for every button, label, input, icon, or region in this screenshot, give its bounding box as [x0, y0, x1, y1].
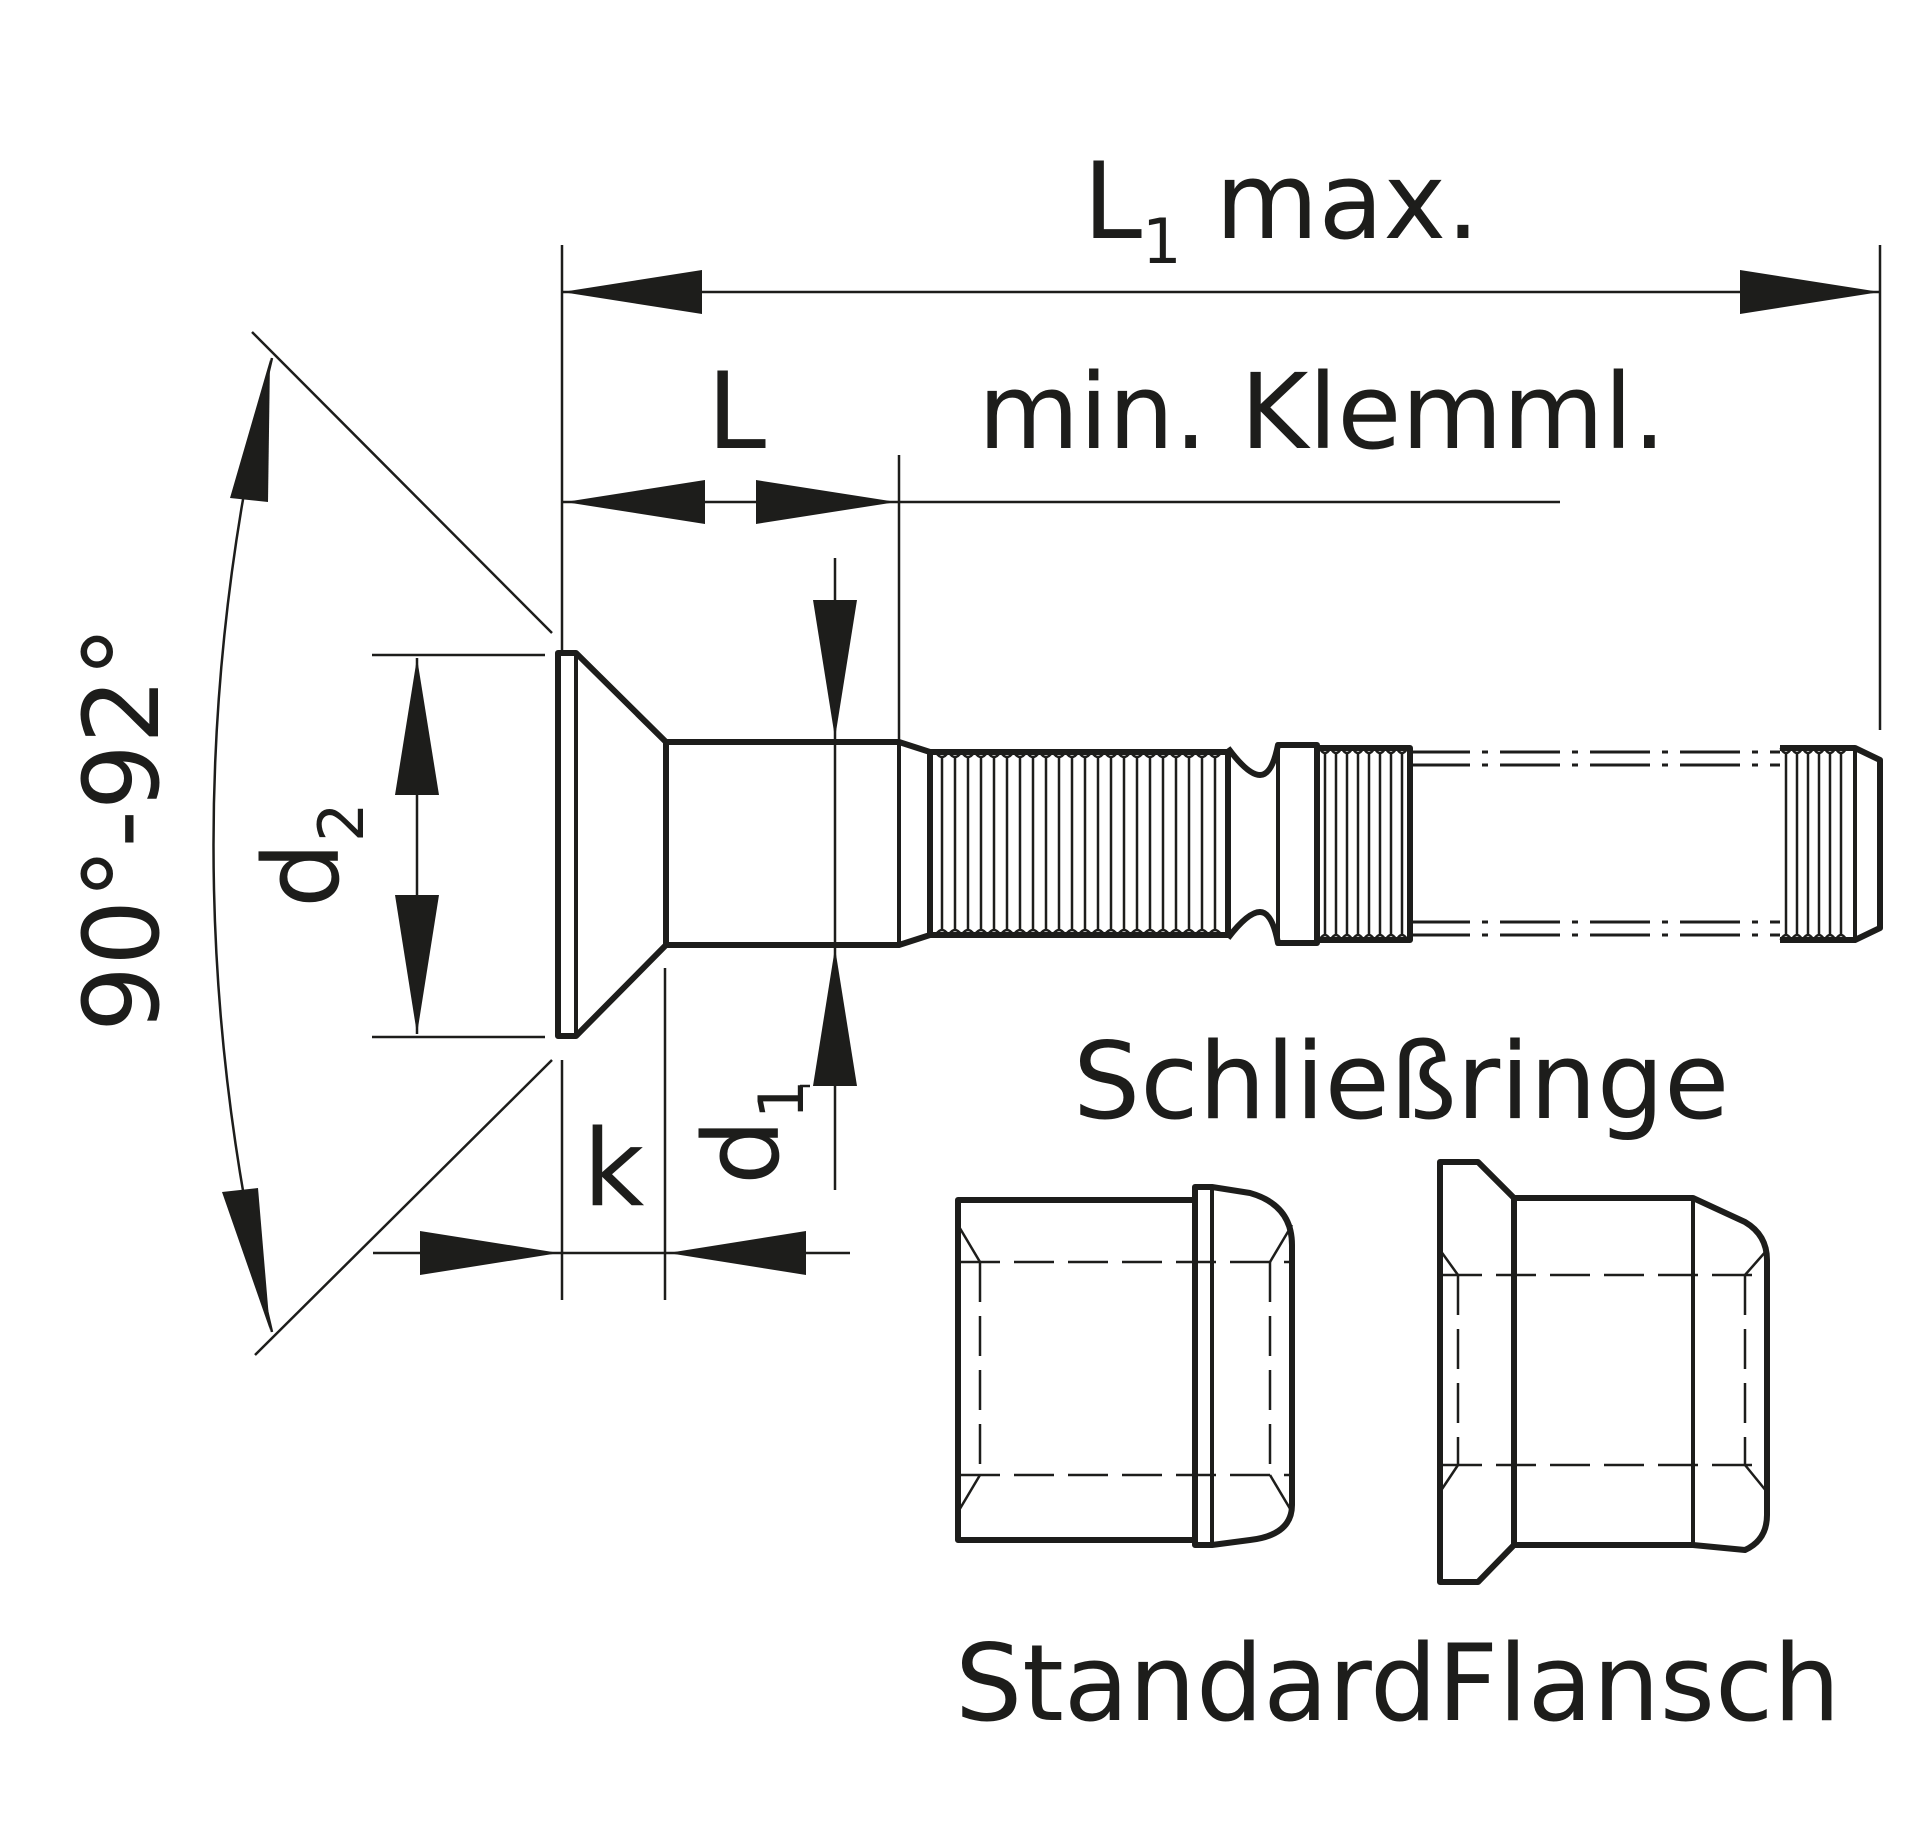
flanged-collar: [1437, 1159, 1770, 1585]
svg-text:L1 max.: L1 max.: [1083, 140, 1480, 278]
rivet-bolt: [555, 650, 1883, 1039]
dimension-d2: d2: [241, 653, 545, 1039]
break-neck: [1225, 742, 1320, 946]
l1-label: L: [1083, 140, 1142, 263]
arrow-right-icon: [756, 480, 896, 524]
standard-collar: [955, 1184, 1295, 1548]
arrow-up-icon: [230, 360, 270, 502]
tail-grooves: [1779, 747, 1848, 941]
shank: [666, 739, 933, 948]
l1-suffix: max.: [1182, 140, 1480, 263]
arrow-left-icon: [562, 270, 702, 314]
arrow-up-icon: [813, 948, 857, 1086]
locking-grooves: [934, 751, 1223, 936]
dimension-l1-max: L1 max.: [560, 140, 1882, 730]
dimension-angle: 90°-92°: [61, 331, 553, 1356]
k-label: k: [583, 1107, 645, 1230]
dimension-l: L min. Klemml.: [562, 350, 1666, 740]
arrow-down-icon: [395, 895, 439, 1034]
dimension-d1: d1: [681, 558, 857, 1190]
dimension-k: k: [373, 968, 850, 1300]
d1-subscript: 1: [745, 1080, 818, 1119]
arrow-down-icon: [813, 600, 857, 738]
arrow-left-icon: [565, 480, 705, 524]
min-klemmlaenge-label: min. Klemml.: [978, 351, 1666, 473]
arrow-down-icon: [222, 1188, 270, 1330]
d1-label: d: [681, 1119, 803, 1185]
d2-label: d: [241, 842, 363, 908]
l-label: L: [707, 350, 766, 473]
svg-text:d1: d1: [681, 1080, 818, 1185]
standard-flansch-label: StandardFlansch: [955, 1622, 1840, 1745]
d2-subscript: 2: [305, 803, 378, 842]
l1-subscript: 1: [1142, 205, 1181, 278]
angle-label: 90°-92°: [61, 626, 183, 1032]
schliessringe-label: Schließringe: [1073, 1020, 1729, 1143]
arrow-right-icon: [1740, 270, 1880, 314]
arrow-left-icon: [668, 1231, 806, 1275]
arrow-up-icon: [395, 658, 439, 795]
svg-text:d2: d2: [241, 803, 378, 908]
pull-grooves: [1318, 747, 1409, 941]
arrow-right-icon: [420, 1231, 559, 1275]
